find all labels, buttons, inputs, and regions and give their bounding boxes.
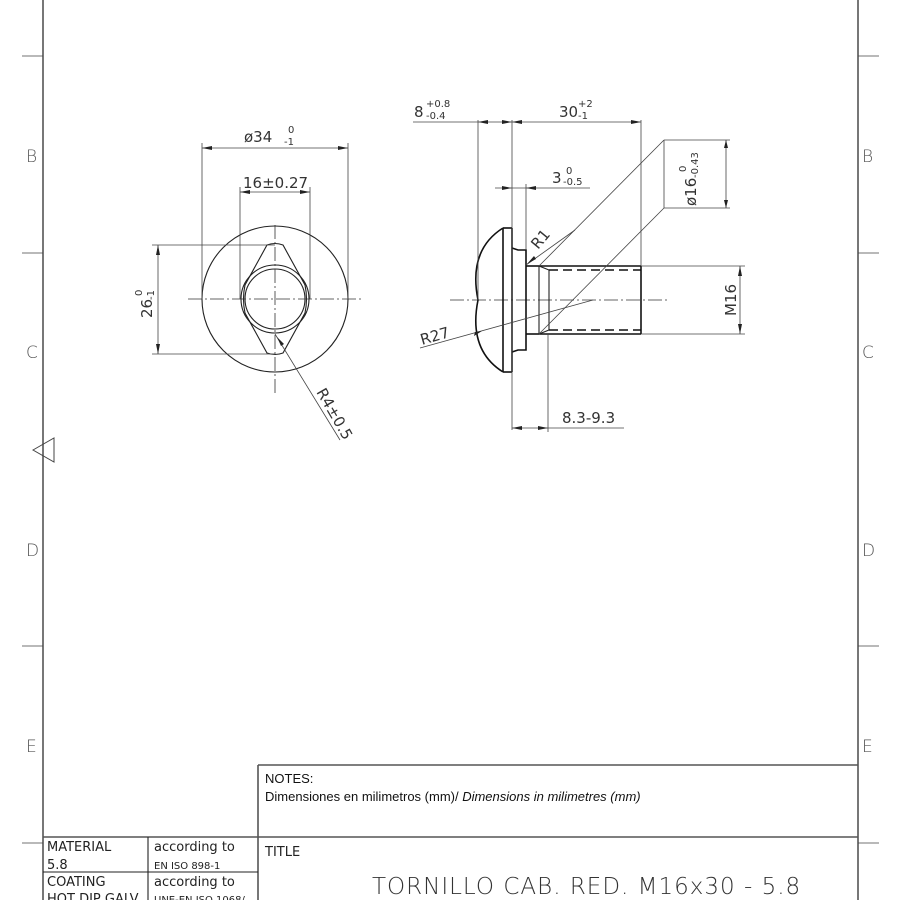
coating-value: HOT DIP GALV.	[47, 892, 141, 900]
zone-label-left-d: D	[26, 541, 39, 561]
material-label: MATERIAL	[47, 840, 112, 855]
drawing-title: TORNILLO CAB. RED. M16x30 - 5.8	[372, 874, 801, 900]
zone-label-left-c: C	[26, 343, 38, 363]
dim-neck-width: 16±0.27	[243, 174, 308, 192]
dim-shank-diameter-tol-lower: -0.43	[690, 152, 701, 178]
zone-label-right-e: E	[862, 737, 873, 757]
front-view	[152, 143, 362, 441]
zone-label-right-d: D	[862, 541, 875, 561]
dim-head-height: 8	[414, 103, 424, 121]
dim-head-height-tol-lower: -0.4	[426, 111, 446, 122]
dim-thread: M16	[722, 284, 740, 316]
side-view	[413, 120, 745, 432]
notes-heading: NOTES:	[265, 771, 313, 786]
title-block-frame	[43, 764, 858, 900]
zone-label-left-e: E	[26, 737, 37, 757]
zone-label-right-b: B	[862, 147, 873, 167]
dim-square-length: 8.3-9.3	[562, 409, 615, 427]
sheet-frame	[22, 0, 879, 900]
material-value: 5.8	[47, 858, 68, 873]
notes-dimensions-line: Dimensiones en milimetros (mm)/ Dimensio…	[265, 789, 641, 804]
material-std-value: EN ISO 898-1	[154, 861, 220, 872]
dim-neck-length-tol-upper: 0	[566, 166, 572, 177]
coating-std-label: according to	[154, 875, 235, 890]
zone-label-right-c: C	[862, 343, 874, 363]
dim-length-tol-upper: +2	[578, 99, 593, 110]
notes-line-spanish: Dimensiones en milimetros (mm)/	[265, 789, 462, 804]
dim-neck-length-tol-lower: -0.5	[563, 177, 583, 188]
material-std-label: according to	[154, 840, 235, 855]
dim-head-radius: R27	[418, 323, 451, 348]
notes-line-english: Dimensions in milimetres (mm)	[462, 789, 640, 804]
dim-shank-diameter: ø16	[682, 178, 700, 206]
zone-label-left-b: B	[26, 147, 37, 167]
dim-outer-diameter-tol-upper: 0	[288, 125, 294, 136]
dim-neck-height-tol-upper: 0	[134, 290, 145, 296]
title-label: TITLE	[264, 845, 300, 860]
dim-head-height-tol-upper: +0.8	[426, 99, 450, 110]
dim-neck-length: 3	[552, 169, 562, 187]
coating-std-value: UNE-EN ISO 1068/	[154, 895, 246, 900]
dim-neck-radius: R4±0.5	[313, 385, 357, 443]
dim-shank-diameter-tol-upper: 0	[678, 166, 689, 172]
coating-label: COATING	[47, 875, 106, 890]
dim-neck-height-tol-lower: -1	[146, 290, 157, 300]
orientation-triangle-icon	[31, 437, 55, 463]
dim-fillet-radius: R1	[527, 226, 554, 253]
dim-outer-diameter: ø34	[244, 128, 272, 146]
dim-outer-diameter-tol-lower: -1	[284, 137, 294, 148]
dim-neck-height: 26	[138, 299, 156, 318]
dim-length: 30	[559, 103, 578, 121]
dim-length-tol-lower: -1	[578, 111, 588, 122]
